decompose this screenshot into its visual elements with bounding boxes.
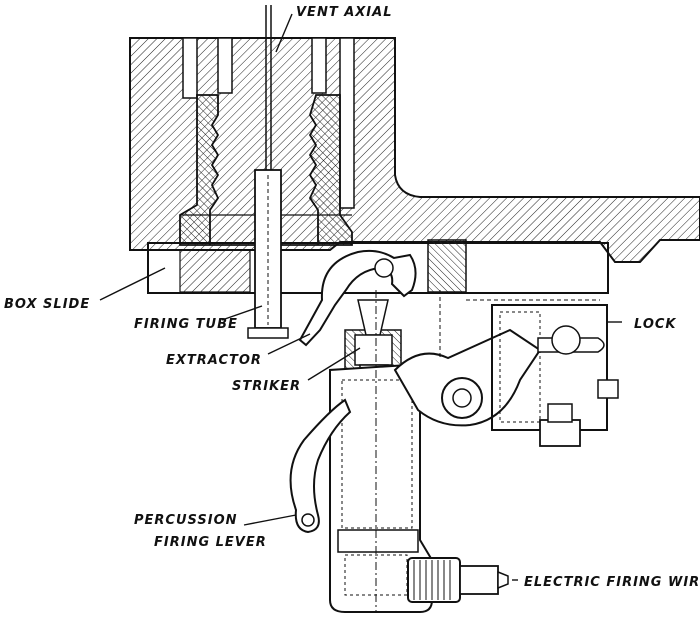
label-extractor: EXTRACTOR [166, 353, 262, 368]
label-lock: LOCK [634, 317, 677, 332]
label-box-slide: BOX SLIDE [4, 297, 90, 312]
striker [344, 299, 402, 384]
label-firing-tube: FIRING TUBE [134, 317, 238, 332]
extractor [298, 249, 417, 347]
label-percussion-line1: PERCUSSION [134, 513, 238, 528]
percussion-firing-lever [289, 398, 352, 534]
firing-tube [247, 5, 289, 339]
leader-lines [99, 13, 622, 581]
label-vent-axial: VENT AXIAL [296, 5, 392, 20]
electric-plug [407, 557, 509, 603]
label-striker: STRIKER [232, 379, 301, 394]
box-slide-plate [147, 239, 609, 294]
label-electric-firing-wire: ELECTRIC FIRING WIRE [524, 575, 700, 590]
label-percussion-line2: FIRING LEVER [154, 535, 267, 550]
lock-cam [393, 290, 619, 447]
